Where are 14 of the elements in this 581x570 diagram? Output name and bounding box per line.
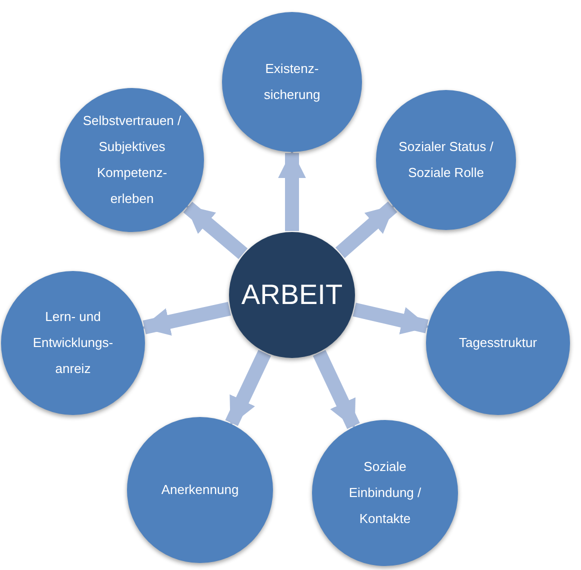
node-label: Soziale Einbindung / Kontakte [348,458,422,528]
arrow [352,302,430,334]
arrow [336,202,398,258]
arrow [225,350,272,426]
node-label: ARBEIT [240,279,344,311]
node-label: Lern- und Entwicklungs- anreiz [32,308,114,378]
arrow [312,350,360,429]
node-label: Anerkennung [160,481,240,499]
arrow [142,302,231,336]
node-label: Sozialer Status / Soziale Rolle [398,138,494,182]
arrow [278,150,306,231]
node-label: Selbstvertrauen / Subjektives Kompetenz- erleben [82,112,182,208]
node-label: Tagesstruktur [458,334,538,352]
node-label: Existenz- sicherung [262,60,322,104]
